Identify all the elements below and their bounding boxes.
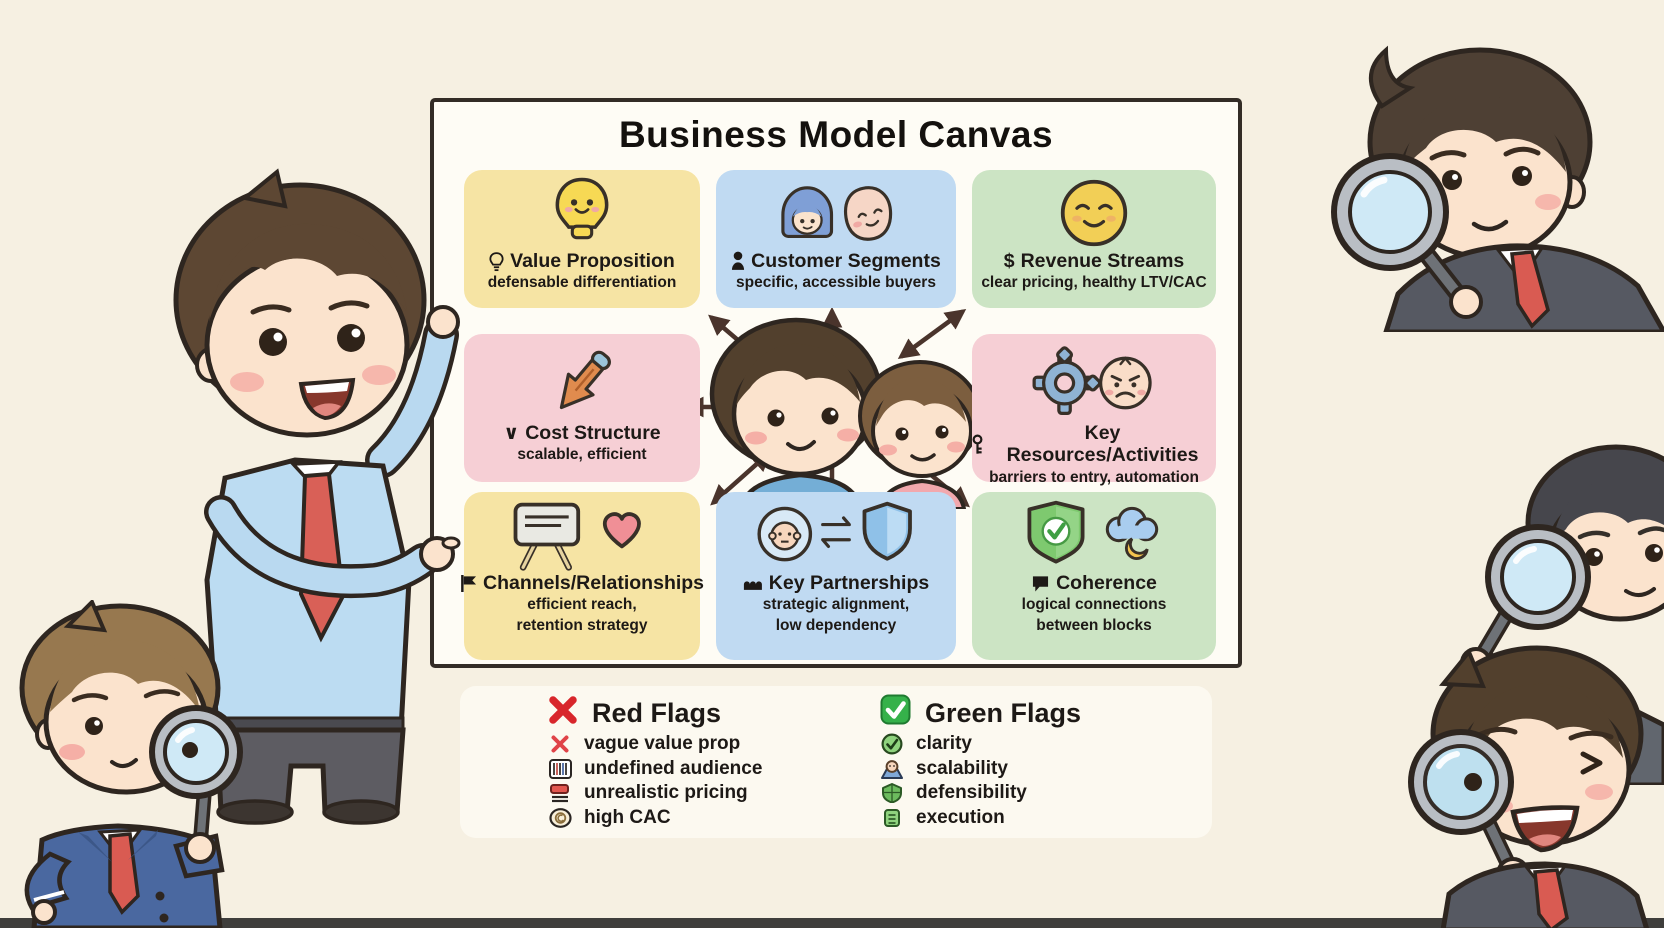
- block-title: Value Proposition: [464, 250, 700, 272]
- canvas-board: Business Model Canvas: [430, 98, 1242, 668]
- x-icon: [548, 734, 572, 754]
- green-check-icon: [880, 694, 911, 732]
- block-subtitle: scalable, efficient: [517, 446, 647, 464]
- red-x-icon: [548, 695, 578, 732]
- green-flag-item: execution: [880, 806, 1081, 831]
- two-faces-icon: [716, 176, 956, 250]
- person-silhouette-icon: [731, 251, 745, 271]
- green-flag-item: scalability: [880, 757, 1081, 782]
- gear-and-angry-face-icon: [972, 344, 1216, 422]
- green-flags-heading: Green Flags: [880, 694, 1081, 732]
- block-title-text: Key Resources/Activities: [1006, 422, 1199, 467]
- barcode-icon: [548, 758, 572, 779]
- block-title: Key Partnerships: [716, 572, 956, 594]
- red-flag-item: vague value prop: [548, 732, 762, 757]
- block-title: $ Revenue Streams: [972, 250, 1216, 272]
- speech-bubble-icon: [1031, 575, 1050, 592]
- block-title: Customer Segments: [716, 250, 956, 272]
- flag-icon: [460, 574, 477, 593]
- red-flag-item: undefined audience: [548, 757, 762, 782]
- floor-line: [0, 918, 1664, 928]
- green-flag-item: clarity: [880, 732, 1081, 757]
- block-revenue-streams: $ Revenue Streams clear pricing, healthy…: [972, 170, 1216, 308]
- green-flag-item: defensibility: [880, 781, 1081, 806]
- handshake-icon: [743, 577, 763, 590]
- chevron-down-icon: ∨: [503, 422, 520, 444]
- block-channels: Channels/Relationships efficient reach,r…: [461, 492, 704, 660]
- block-key-partnerships: Key Partnerships strategic alignment,low…: [716, 492, 956, 660]
- coin-icon: [548, 807, 572, 828]
- page-title: Business Model Canvas: [618, 114, 1054, 155]
- red-flags-section: Red Flags vague value prop undefined aud…: [548, 694, 762, 830]
- block-key-resources: Key Resources/Activities barriers to ent…: [972, 334, 1216, 486]
- key-icon: [972, 434, 983, 455]
- block-value-proposition: Value Proposition defensable differentia…: [464, 170, 700, 308]
- block-title: Key Resources/Activities: [972, 422, 1216, 467]
- red-flags-heading: Red Flags: [548, 694, 762, 732]
- block-title-text: Channels/Relationships: [482, 572, 705, 594]
- block-subtitle: specific, accessible buyers: [736, 274, 936, 292]
- block-title: ∨ Cost Structure: [464, 422, 700, 444]
- check-circle-icon: [880, 733, 904, 755]
- block-title: Channels/Relationships: [461, 572, 704, 594]
- partner-exchange-shield-icon: [716, 498, 956, 572]
- center-kids-illustration: [709, 317, 982, 509]
- shield-icon: [880, 783, 904, 804]
- block-title-text: Value Proposition: [510, 250, 675, 272]
- block-title: Coherence: [972, 572, 1216, 594]
- inspector-man-bottom-right-illustration: [1408, 645, 1650, 928]
- dollar-icon: $: [1003, 250, 1015, 272]
- flags-legend: Red Flags vague value prop undefined aud…: [460, 686, 1212, 838]
- lightbulb-face-icon: [464, 176, 700, 250]
- block-title-text: Key Partnerships: [768, 572, 930, 594]
- block-cost-structure: ∨ Cost Structure scalable, efficient: [464, 334, 700, 482]
- inspector-man-top-right-illustration: [1331, 45, 1664, 332]
- red-flag-item: unrealistic pricing: [548, 781, 762, 806]
- block-subtitle: efficient reach,retention strategy: [516, 596, 648, 634]
- block-subtitle: strategic alignment,low dependency: [762, 596, 910, 634]
- block-customer-segments: Customer Segments specific, accessible b…: [716, 170, 956, 308]
- block-subtitle: defensable differentiation: [487, 274, 677, 292]
- check-banner-cloud-icon: [972, 498, 1216, 572]
- smiley-face-icon: [972, 176, 1216, 250]
- red-flag-item: high CAC: [548, 806, 762, 831]
- person-icon: [880, 759, 904, 779]
- price-icon: [548, 783, 572, 803]
- magnifier-boy-illustration: [19, 600, 243, 928]
- notes-icon: [880, 808, 904, 828]
- bulb-icon: [489, 251, 504, 272]
- down-arrow-icon: [464, 344, 700, 422]
- block-subtitle: clear pricing, healthy LTV/CAC: [981, 274, 1207, 292]
- block-title-text: Coherence: [1056, 572, 1157, 594]
- sign-and-heart-icon: [464, 498, 700, 572]
- block-title-text: Customer Segments: [751, 250, 941, 272]
- block-title-text: Revenue Streams: [1020, 250, 1185, 272]
- block-title-text: Cost Structure: [525, 422, 661, 444]
- block-subtitle: barriers to entry, automation: [989, 468, 1199, 486]
- green-flags-section: Green Flags clarity scalability defensib…: [880, 694, 1081, 830]
- presenter-boy-illustration: [173, 168, 461, 825]
